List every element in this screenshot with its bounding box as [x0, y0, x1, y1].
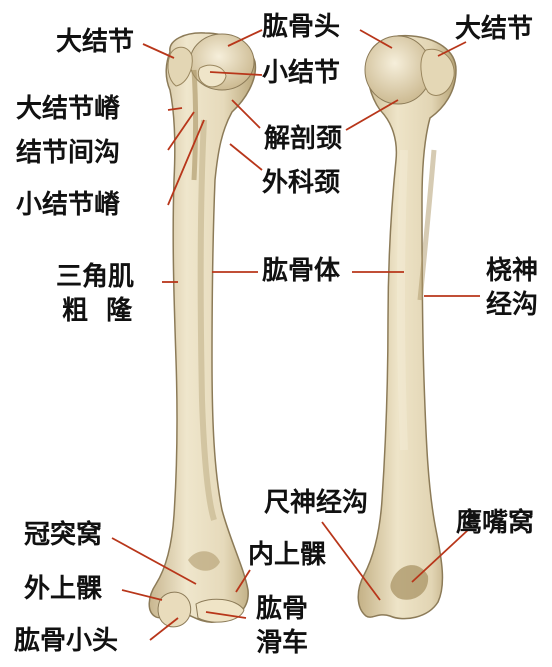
right-humerus — [358, 36, 456, 619]
label-crest-greater-tubercle: 大结节嵴 — [16, 96, 120, 122]
label-crest-lesser-tubercle: 小结节嵴 — [16, 192, 120, 218]
left-intertubercular-groove-shape — [194, 70, 196, 180]
label-radial-groove-line1: 桡神 — [486, 258, 538, 284]
label-greater-tubercle-right: 大结节 — [455, 16, 533, 42]
label-trochlea-line2: 滑车 — [256, 630, 308, 656]
label-intertubercular-groove: 结节间沟 — [16, 140, 120, 166]
leader-anatomical-neck-left — [232, 100, 260, 128]
label-olecranon-fossa: 鹰嘴窝 — [456, 510, 534, 536]
label-greater-tubercle-left: 大结节 — [56, 29, 134, 55]
label-anatomical-neck: 解剖颈 — [264, 126, 342, 152]
label-deltoid-tuberosity-line2: 粗 隆 — [62, 298, 132, 324]
label-ulnar-groove: 尺神经沟 — [264, 490, 368, 516]
label-trochlea-line1: 肱骨 — [256, 596, 308, 622]
label-capitulum: 肱骨小头 — [14, 628, 118, 654]
label-body-of-humerus: 肱骨体 — [262, 258, 340, 284]
label-lesser-tubercle: 小结节 — [262, 60, 340, 86]
label-radial-groove-line2: 经沟 — [486, 292, 538, 318]
right-shaft-highlight — [401, 150, 404, 450]
leader-surgical-neck — [230, 144, 262, 170]
label-surgical-neck: 外科颈 — [262, 170, 340, 196]
label-lateral-epicondyle: 外上髁 — [24, 576, 102, 602]
label-medial-epicondyle: 内上髁 — [248, 542, 326, 568]
label-coronoid-fossa: 冠突窝 — [24, 522, 102, 548]
label-deltoid-tuberosity-line1: 三角肌 — [56, 264, 134, 290]
right-humerus-outline — [358, 36, 456, 619]
label-head-of-humerus: 肱骨头 — [262, 14, 340, 40]
